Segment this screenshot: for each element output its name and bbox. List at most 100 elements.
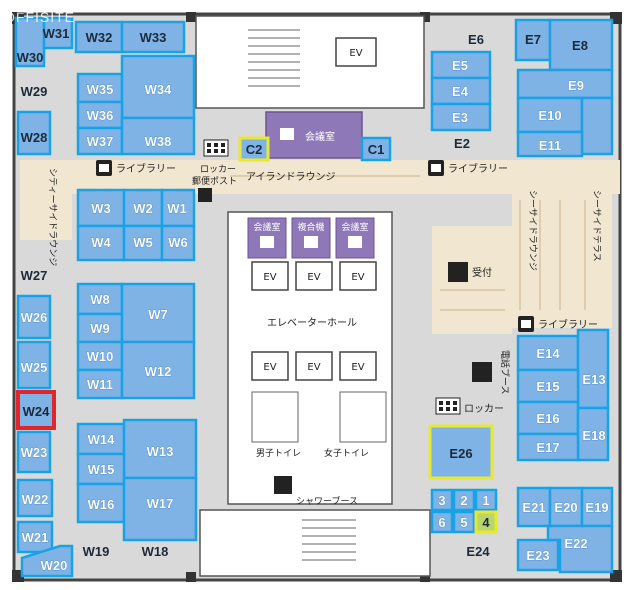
room-e15-label: E15 xyxy=(536,379,559,394)
room-w20[interactable] xyxy=(20,544,74,578)
watermark: OFFISITE xyxy=(4,9,75,25)
room-c1[interactable] xyxy=(360,136,392,162)
room-c2-label: C2 xyxy=(246,142,263,157)
shower-booth-label: シャワーブース xyxy=(296,495,358,507)
elevator-label: EV xyxy=(351,272,364,283)
elevator-label: EV xyxy=(349,48,362,59)
room-e13[interactable] xyxy=(576,328,610,410)
room-e16[interactable] xyxy=(516,400,580,436)
seaside-lounge-area xyxy=(512,160,612,328)
room-w33[interactable] xyxy=(120,20,186,54)
room-e19-label: E19 xyxy=(585,500,608,515)
room-w1-label: W1 xyxy=(167,201,187,216)
room-e10[interactable] xyxy=(516,96,584,134)
room-w35[interactable] xyxy=(76,72,124,104)
mail-post-label: 郵便ポスト xyxy=(192,175,237,187)
room-e17[interactable] xyxy=(516,432,580,462)
seaside-lounge-label: シーサイドラウンジ xyxy=(527,190,538,271)
room-w31[interactable] xyxy=(42,16,74,50)
room-w7[interactable] xyxy=(120,282,196,344)
room-c2[interactable] xyxy=(238,136,270,162)
multipurpose-label: 複合機 xyxy=(297,221,324,233)
room-w34[interactable] xyxy=(120,54,196,120)
room-w23[interactable] xyxy=(16,430,52,474)
column xyxy=(420,12,430,22)
room-w30-label: W30 xyxy=(17,50,44,65)
room-w22-label: W22 xyxy=(22,492,49,507)
city-side-lounge-label: シティーサイドラウンジ xyxy=(47,168,58,266)
room-e26-highlighted[interactable] xyxy=(428,424,494,480)
reception-label: 受付 xyxy=(472,266,492,279)
booth-1-label: 1 xyxy=(482,493,489,508)
booth-1[interactable] xyxy=(474,488,498,512)
room-w15[interactable] xyxy=(76,452,126,486)
elevator-label: EV xyxy=(263,362,276,373)
room-w27-label: W27 xyxy=(21,268,48,283)
room-e9[interactable] xyxy=(516,68,614,100)
room-e8-label: E8 xyxy=(572,38,588,53)
room-w12[interactable] xyxy=(120,340,196,400)
room-w21[interactable] xyxy=(16,520,54,554)
room-w19-label: W19 xyxy=(83,544,110,559)
booth-3[interactable] xyxy=(430,488,454,512)
room-e26-label: E26 xyxy=(449,446,472,461)
room-w35-label: W35 xyxy=(87,82,114,97)
booth-4-highlighted[interactable] xyxy=(474,510,498,534)
room-w6[interactable] xyxy=(160,224,196,262)
stairs xyxy=(248,29,356,561)
room-w9-label: W9 xyxy=(90,321,110,336)
room-e23[interactable] xyxy=(516,538,560,572)
room-e11-label: E11 xyxy=(539,138,561,153)
room-w16[interactable] xyxy=(76,482,126,524)
column xyxy=(186,572,196,582)
room-e3-label: E3 xyxy=(452,110,468,125)
library-icon-left xyxy=(96,160,112,176)
women-toilet-label: 女子トイレ xyxy=(324,447,369,459)
room-e8[interactable] xyxy=(548,18,614,72)
room-w26[interactable] xyxy=(16,294,52,340)
room-w38[interactable] xyxy=(120,116,196,156)
room-w28[interactable] xyxy=(16,110,52,156)
room-e14-label: E14 xyxy=(536,346,560,361)
phone-booth-icon xyxy=(472,362,492,382)
room-w31-label: W31 xyxy=(43,26,70,41)
locker-icon-top xyxy=(203,139,229,157)
room-w25[interactable] xyxy=(16,340,52,390)
room-e3[interactable] xyxy=(430,102,492,132)
room-w13[interactable] xyxy=(122,418,198,480)
booth-2[interactable] xyxy=(452,488,476,512)
booth-5[interactable] xyxy=(452,510,476,534)
room-e21-label: E21 xyxy=(522,500,545,515)
room-w30[interactable] xyxy=(14,16,46,68)
room-w37-label: W37 xyxy=(87,134,114,149)
room-e4[interactable] xyxy=(430,76,492,106)
room-e22[interactable] xyxy=(546,524,614,574)
men-toilet-label: 男子トイレ xyxy=(256,448,301,459)
column xyxy=(420,572,430,582)
room-e13-label: E13 xyxy=(582,372,605,387)
library-label-east: ライブラリー xyxy=(538,318,598,331)
room-w3-label: W3 xyxy=(91,201,111,216)
room-c1-label: C1 xyxy=(368,142,385,157)
room-w22[interactable] xyxy=(16,478,54,518)
booth-6[interactable] xyxy=(430,510,454,534)
room-w32-label: W32 xyxy=(86,30,113,45)
library-label-left: ライブラリー xyxy=(116,162,176,175)
room-w24-highlighted[interactable] xyxy=(16,390,56,430)
room-w13-label: W13 xyxy=(147,444,174,459)
printer-icon xyxy=(304,236,318,248)
room-e24-label: E24 xyxy=(466,544,490,559)
room-w14[interactable] xyxy=(76,422,126,456)
room-w17[interactable] xyxy=(122,476,198,542)
room-w6-label: W6 xyxy=(168,235,188,250)
room-e22-label: E22 xyxy=(564,536,587,551)
room-w14-label: W14 xyxy=(88,432,116,447)
room-e23-label: E23 xyxy=(526,548,549,563)
room-w18-label: W18 xyxy=(142,544,169,559)
room-w15-label: W15 xyxy=(88,462,115,477)
room-e11[interactable] xyxy=(516,130,584,158)
elevator xyxy=(295,261,333,291)
room-e17-label: E17 xyxy=(536,440,559,455)
room-e12[interactable] xyxy=(580,96,614,156)
